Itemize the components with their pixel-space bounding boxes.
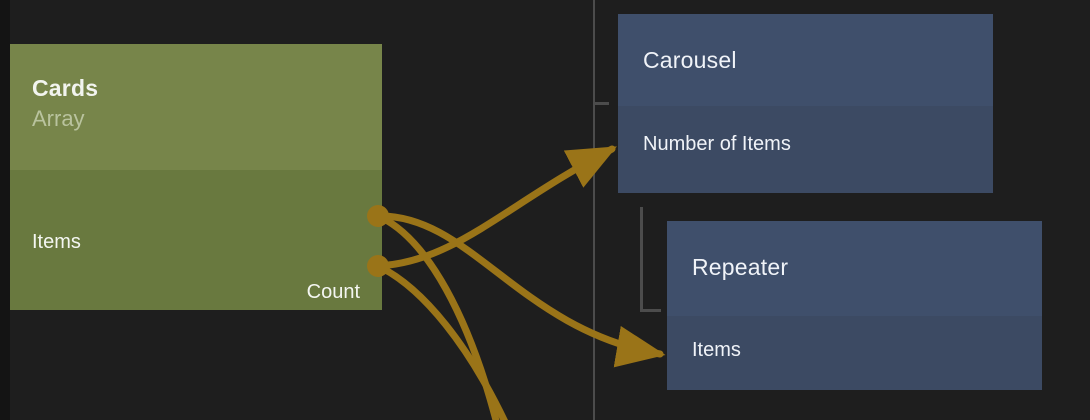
node-repeater-header[interactable]: Repeater [667,221,1042,316]
port-label-count[interactable]: Count [306,281,360,303]
node-repeater[interactable]: Repeater Items [667,221,1042,390]
node-cards-subtitle: Array [32,106,85,131]
node-cards-title: Cards [32,75,99,101]
group-tick-mark [595,102,609,105]
node-repeater-body[interactable]: Items [667,316,1042,390]
port-label-number-of-items[interactable]: Number of Items [643,133,791,155]
wire-count-to-number-of-items [374,145,617,270]
node-carousel-body[interactable]: Number of Items [618,106,993,193]
node-carousel[interactable]: Carousel Number of Items [618,14,993,193]
canvas-vertical-divider [593,0,595,420]
node-repeater-title: Repeater [692,254,789,280]
node-carousel-title: Carousel [643,47,737,73]
wire-items-to-offcanvas [374,212,500,420]
node-cards[interactable]: Cards Array Items Count [10,44,382,310]
canvas-left-edge-strip [0,0,10,420]
wire-count-to-offcanvas [374,262,508,420]
port-dot-items[interactable] [367,205,389,227]
node-cards-body[interactable]: Items Count [10,170,382,310]
wire-items-to-repeater-items [374,212,666,368]
port-label-repeater-items[interactable]: Items [692,339,741,361]
port-dot-count[interactable] [367,255,389,277]
port-label-items[interactable]: Items [32,231,81,253]
group-bracket [640,207,661,312]
node-cards-header[interactable]: Cards Array [10,44,382,170]
node-carousel-header[interactable]: Carousel [618,14,993,106]
